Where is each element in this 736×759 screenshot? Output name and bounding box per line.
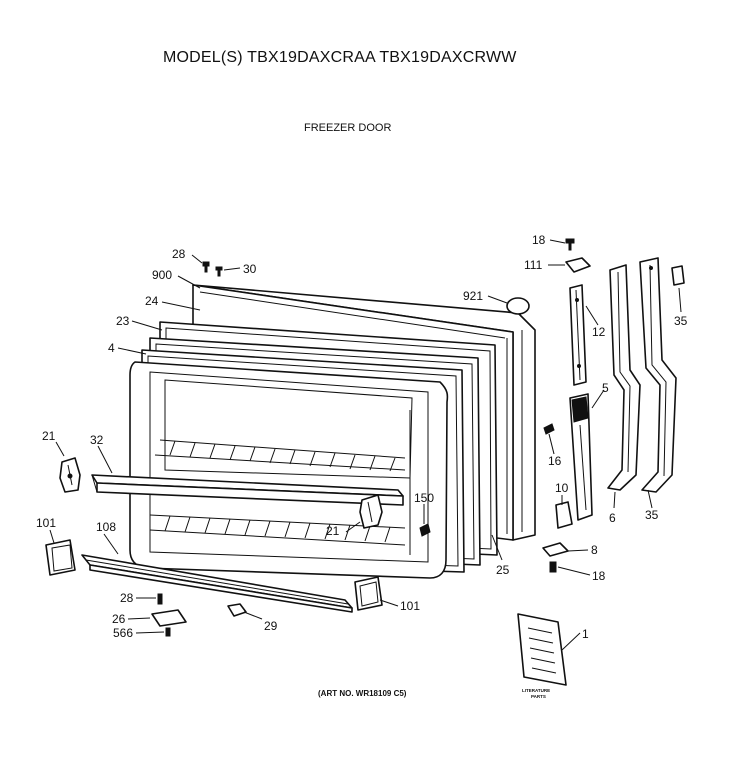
hinge [569, 393, 593, 521]
callout-30: 30 [243, 262, 257, 276]
bottom-rail [81, 554, 353, 613]
callout-566: 566 [113, 626, 133, 640]
callout-8: 8 [591, 543, 598, 557]
end-cap-right [354, 576, 383, 611]
callout-4: 4 [108, 341, 115, 355]
callout-108: 108 [96, 520, 116, 534]
bracket-left [59, 457, 81, 493]
shelf-bar [91, 474, 404, 506]
callout-101-right: 101 [400, 599, 420, 613]
door-handle-right [639, 257, 677, 493]
callout-35-top: 35 [674, 314, 688, 328]
door-handle-left [607, 264, 641, 491]
callout-23: 23 [116, 314, 130, 328]
callout-150: 150 [414, 491, 434, 505]
callout-29: 29 [264, 619, 278, 633]
callout-16: 16 [548, 454, 562, 468]
callout-111: 111 [524, 258, 543, 272]
callout-10: 10 [555, 481, 569, 495]
handle-cap [671, 265, 685, 286]
callout-6: 6 [609, 511, 616, 525]
callout-24: 24 [145, 294, 159, 308]
callout-18-top: 18 [532, 233, 546, 247]
diagram-subtitle: FREEZER DOOR [304, 122, 392, 134]
callout-21-left: 21 [42, 429, 56, 443]
callout-35-bottom: 35 [645, 508, 659, 522]
callout-26: 26 [112, 612, 126, 626]
callout-28-top: 28 [172, 247, 186, 261]
inner-door-liner [129, 361, 449, 579]
callout-labels: 28 30 900 24 23 4 21 32 101 108 28 26 56… [36, 233, 688, 641]
literature-label-line1: LITERATURE [522, 688, 550, 693]
art-number: (ART NO. WR18109 C5) [318, 689, 407, 698]
callout-921: 921 [463, 289, 483, 303]
callout-101-left: 101 [36, 516, 56, 530]
callout-21-right: 21 [326, 524, 340, 538]
callout-1: 1 [582, 627, 589, 641]
leader-lines [49, 239, 682, 651]
literature-booklet: LITERATURE PARTS [517, 613, 567, 699]
callout-12: 12 [592, 325, 606, 339]
callout-25: 25 [496, 563, 510, 577]
model-title: MODEL(S) TBX19DAXCRAA TBX19DAXCRWW [163, 49, 517, 66]
callout-5: 5 [602, 381, 609, 395]
hinge-channel [569, 284, 587, 386]
callout-900: 900 [152, 268, 172, 282]
callout-32: 32 [90, 433, 104, 447]
literature-label-line2: PARTS [531, 694, 546, 699]
hardware-parts [151, 238, 591, 637]
callout-18-bottom: 18 [592, 569, 606, 583]
callout-28-bottom: 28 [120, 591, 134, 605]
bracket-right [359, 494, 383, 529]
end-cap-left [45, 539, 76, 576]
